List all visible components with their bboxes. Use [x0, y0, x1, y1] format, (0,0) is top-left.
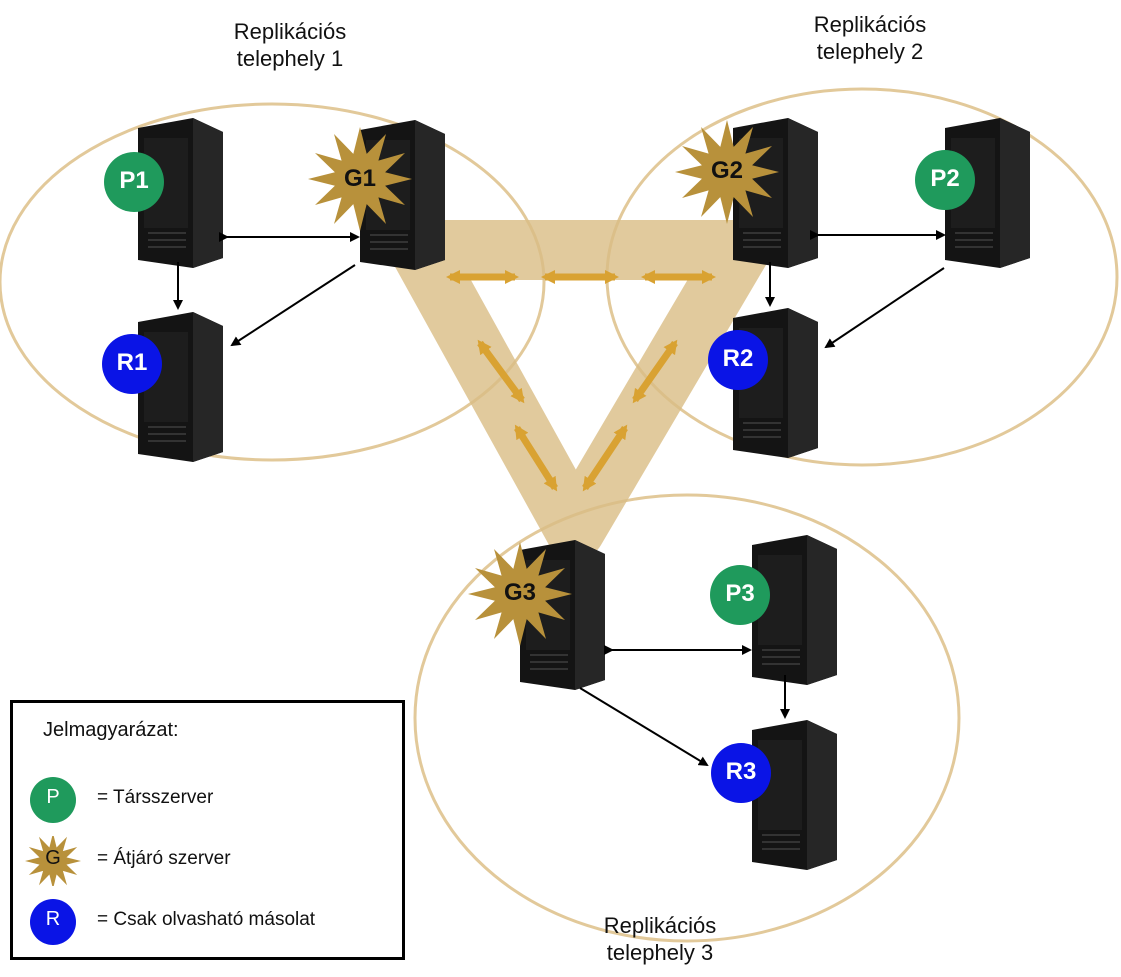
node-label-p1: P1: [119, 167, 149, 194]
node-label-r3: R3: [725, 758, 757, 785]
legend-symbol-g: G: [45, 847, 61, 869]
site-title-1: Replikációs telephely 1: [233, 19, 347, 71]
gateway-arrow: [477, 339, 525, 404]
badge-g2: [675, 120, 779, 224]
legend-text-readonly: = Csak olvasható másolat: [97, 909, 316, 930]
badge-r3: [711, 743, 771, 803]
site-title-2: Replikációs telephely 2: [813, 12, 927, 64]
gateway-legend-icon: [25, 836, 81, 886]
node-label-r1: R1: [116, 349, 148, 376]
node-label-p2: P2: [930, 165, 960, 192]
node-label-p3: P3: [725, 580, 755, 607]
badge-p2: [915, 150, 975, 210]
legend-text-gateway: = Átjáró szerver: [97, 848, 231, 869]
gateway-arrow: [582, 424, 628, 492]
badge-g3: [468, 542, 572, 646]
legend-item-gateway: G = Átjáró szerver: [23, 836, 393, 886]
readonly-legend-icon: [30, 899, 76, 945]
badge-g1: [308, 127, 412, 231]
badge-r1: [102, 334, 162, 394]
badge-p3: [710, 565, 770, 625]
legend: Jelmagyarázat: P = Társszerver G = Átjár…: [10, 700, 405, 960]
gateway-arrow: [632, 339, 678, 404]
site-title-3: Replikációs telephely 3: [603, 913, 717, 965]
legend-text-peer: = Társszerver: [97, 787, 214, 808]
replication-arrows: [173, 230, 946, 767]
legend-item-readonly: R = Csak olvasható másolat: [23, 897, 393, 947]
legend-item-peer: P = Társszerver: [23, 775, 393, 825]
peer-badges: [104, 150, 975, 625]
node-label-g3: G3: [503, 579, 536, 606]
link-g1-r1: [230, 264, 356, 347]
legend-symbol-p: P: [46, 786, 60, 808]
site-ring-3: [413, 493, 961, 943]
legend-title: Jelmagyarázat:: [43, 719, 179, 741]
legend-star: [25, 836, 81, 886]
gateway-link-band: [390, 220, 770, 560]
link-g3-r3: [579, 687, 709, 767]
gateway-arrows: [446, 270, 716, 492]
node-label-g1: G1: [343, 165, 376, 192]
link-p2-r2: [824, 267, 945, 349]
server-r3: [751, 719, 838, 871]
badge-r2: [708, 330, 768, 390]
gateway-arrow: [514, 424, 558, 492]
node-label-r2: R2: [722, 345, 754, 372]
peer-legend-icon: [30, 777, 76, 823]
gateway-badges: [308, 120, 779, 646]
node-label-g2: G2: [710, 157, 743, 184]
readonly-badges: [102, 330, 771, 803]
badge-p1: [104, 152, 164, 212]
legend-symbol-r: R: [45, 908, 61, 930]
